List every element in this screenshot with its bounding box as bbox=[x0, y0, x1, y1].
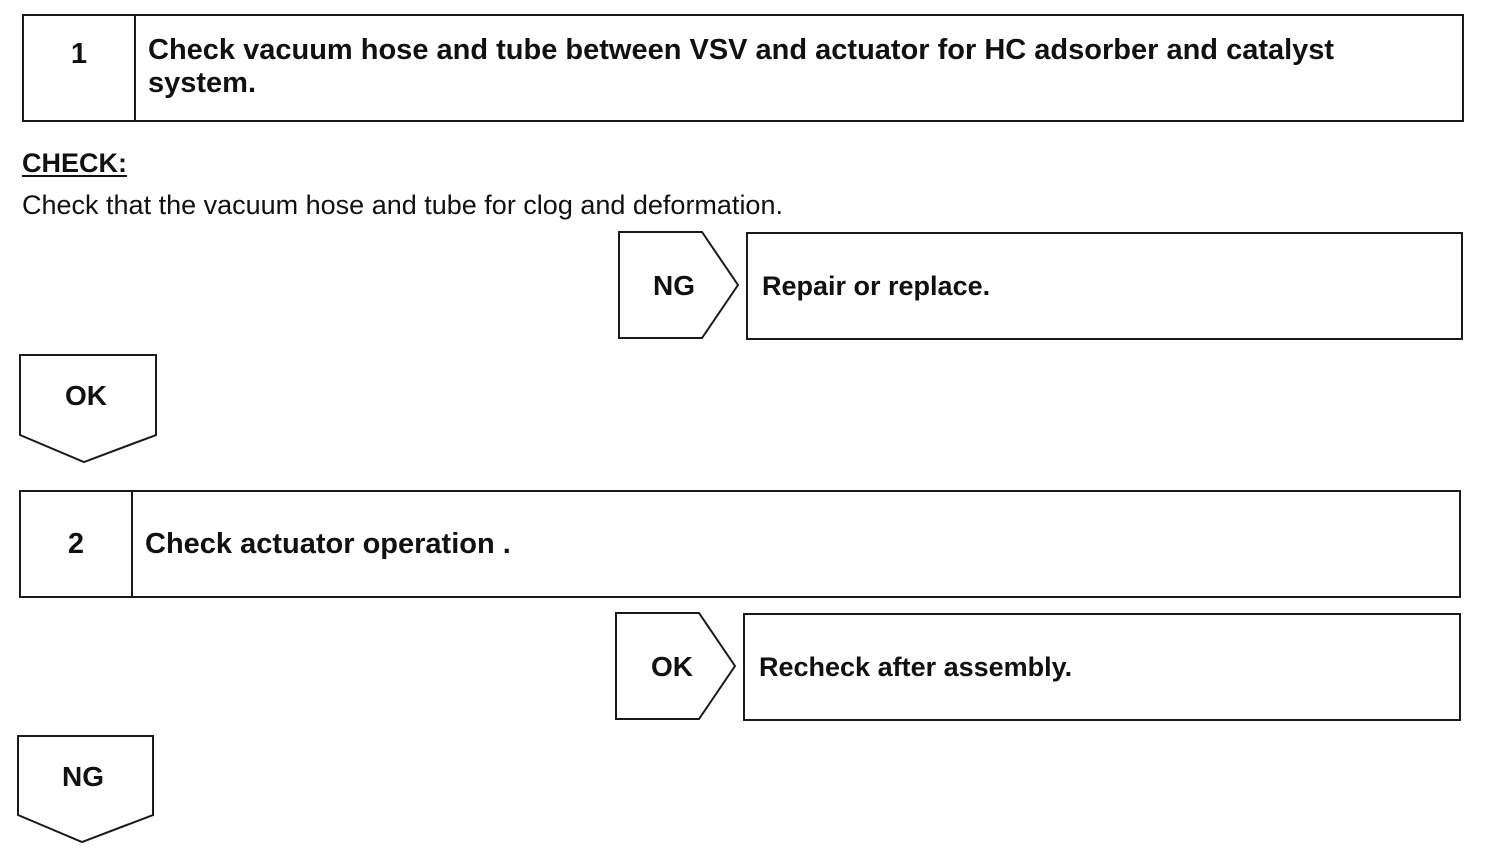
step-1-title: Check vacuum hose and tube between VSV a… bbox=[148, 34, 1335, 99]
down-2-label: NG bbox=[62, 761, 104, 792]
check-text: Check that the vacuum hose and tube for … bbox=[22, 190, 783, 220]
down-1-arrow: OK bbox=[19, 354, 157, 464]
branch-1-label: NG bbox=[653, 270, 695, 301]
step-2-title: Check actuator operation . bbox=[145, 527, 511, 560]
down-2-arrow: NG bbox=[17, 735, 154, 844]
down-1-label: OK bbox=[65, 380, 107, 411]
step-2-box: 2 Check actuator operation . bbox=[19, 490, 1461, 598]
step-1-number: 1 bbox=[24, 16, 136, 120]
branch-1-arrow: NG bbox=[618, 231, 740, 339]
branch-2-result: Recheck after assembly. bbox=[743, 613, 1461, 721]
branch-2-arrow: OK bbox=[615, 612, 737, 720]
branch-2-label: OK bbox=[651, 651, 693, 682]
step-2-number: 2 bbox=[21, 492, 133, 596]
step-1-box: 1 Check vacuum hose and tube between VSV… bbox=[22, 14, 1464, 122]
check-heading: CHECK: bbox=[22, 148, 127, 178]
branch-1-result: Repair or replace. bbox=[746, 232, 1463, 340]
